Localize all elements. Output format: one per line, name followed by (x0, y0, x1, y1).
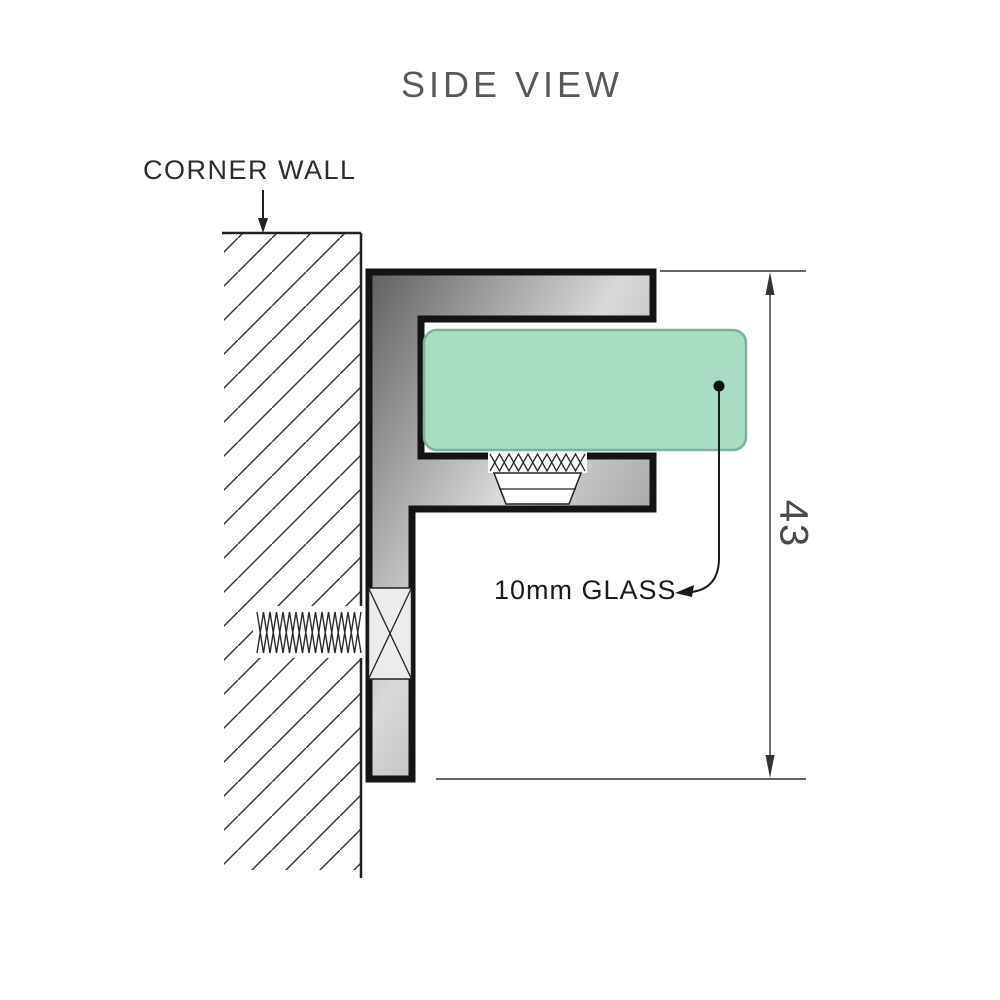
diagram-title: SIDE VIEW (401, 64, 623, 105)
gasket-thread-zigzag-cross (489, 452, 586, 473)
bracket-profile (365, 268, 657, 783)
gasket-thread-zigzag (489, 452, 586, 473)
glass-leader-dot (713, 380, 725, 392)
corner-wall-arrowhead (258, 218, 268, 233)
screw-threads (256, 611, 362, 654)
dimension-value: 43 (771, 500, 815, 549)
wall-hatching (224, 234, 360, 870)
glass-panel (422, 328, 748, 452)
dimension-arrow-bottom (765, 755, 775, 778)
corner-wall-label: CORNER WALL (143, 155, 357, 185)
dimension-arrow-top (765, 272, 775, 295)
glass-label: 10mm GLASS (494, 575, 677, 605)
glass-leader-arrowhead (675, 585, 694, 597)
screw-threads-cross (256, 611, 362, 654)
gasket-backing (488, 452, 587, 473)
screw-core-diagonal-2 (367, 587, 413, 680)
